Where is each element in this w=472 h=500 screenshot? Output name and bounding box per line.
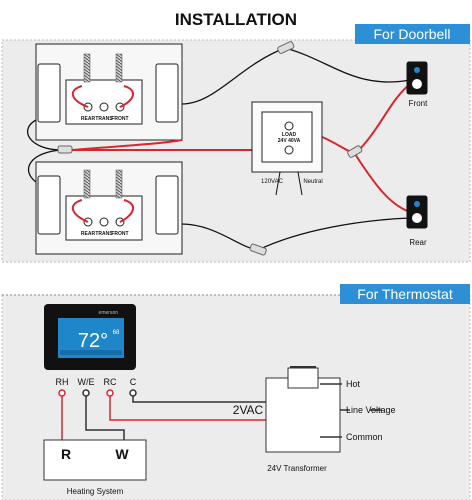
page-title: INSTALLATION: [175, 10, 297, 29]
doorbell-banner-text: For Doorbell: [373, 26, 450, 42]
transformer-caption: 24V Transformer: [267, 464, 327, 473]
transformer-rating-label: 24V 40VA: [278, 138, 301, 144]
common-label: Common: [346, 432, 383, 442]
terminal-label-trans: TRANS: [95, 231, 113, 237]
wire-nut: [277, 41, 295, 54]
doorbell-banner: [355, 24, 470, 44]
chime-unit-bottom: REAR TRANS FRONT: [35, 161, 183, 255]
voltage-label: 2VAC: [233, 403, 264, 417]
heating-w-label: W: [115, 446, 129, 462]
doorbell-panel: For Doorbell REAR TRANS FRONT: [1, 24, 471, 263]
thermostat-banner: [340, 284, 470, 304]
rear-doorbell-button: Rear: [406, 195, 428, 247]
terminal-label-trans: TRANS: [95, 116, 113, 122]
heating-r-label: R: [61, 446, 71, 462]
terminal-screw: [284, 145, 294, 155]
thermostat-banner-text: For Thermostat: [357, 286, 453, 302]
hot-label: Hot: [346, 379, 361, 389]
doorbell-black-wires: [26, 47, 411, 251]
chime-spring: [83, 53, 91, 83]
line-voltage-label: Line Voltage: [346, 405, 396, 415]
front-label: Front: [409, 99, 428, 108]
wire-nut: [347, 145, 363, 158]
screen-temp: 72°: [78, 330, 108, 352]
thermostat-transformer: 24V Transformer: [265, 366, 341, 473]
doorbell-red-wires: [71, 83, 411, 213]
chime-red-wires: [72, 85, 134, 223]
heating-caption: Heating System: [67, 487, 124, 496]
terminal-screw: [99, 217, 109, 227]
wire-nut: [57, 145, 73, 154]
terminal-screw: [99, 102, 109, 112]
terminal-we: W/E: [78, 377, 95, 387]
terminal-rh: RH: [56, 377, 69, 387]
terminal-label-rear: REAR: [81, 231, 96, 237]
line-voltage-wires: [320, 383, 382, 438]
terminal-screw: [284, 121, 294, 131]
transformer-load-label: LOAD: [282, 132, 297, 138]
chime-spring: [83, 169, 91, 199]
terminal-label-front: FRONT: [111, 116, 128, 122]
terminal-rc: RC: [104, 377, 117, 387]
thermostat-panel: For Thermostat emerson 72° 68 RH W/E RC …: [1, 284, 471, 500]
brand-label: emerson: [99, 310, 119, 316]
line-in-label: 120VAC: [261, 179, 284, 185]
neutral-label: Neutral: [303, 179, 322, 185]
thermostat-device: emerson 72° 68: [44, 304, 136, 370]
screen-setpoint: 68: [113, 330, 120, 336]
front-doorbell-button: Front: [406, 61, 428, 108]
wire-nut: [249, 243, 267, 256]
terminal-label-front: FRONT: [111, 231, 128, 237]
terminal-label-rear: REAR: [81, 116, 96, 122]
heating-system: R W Heating System: [43, 439, 147, 496]
chime-spring: [115, 53, 123, 83]
rear-label: Rear: [409, 238, 427, 247]
doorbell-transformer: LOAD 24V 40VA 120VAC Neutral: [251, 101, 323, 196]
terminal-c: C: [130, 377, 137, 387]
chime-unit-top: REAR TRANS FRONT: [35, 43, 183, 141]
chime-spring: [115, 169, 123, 199]
